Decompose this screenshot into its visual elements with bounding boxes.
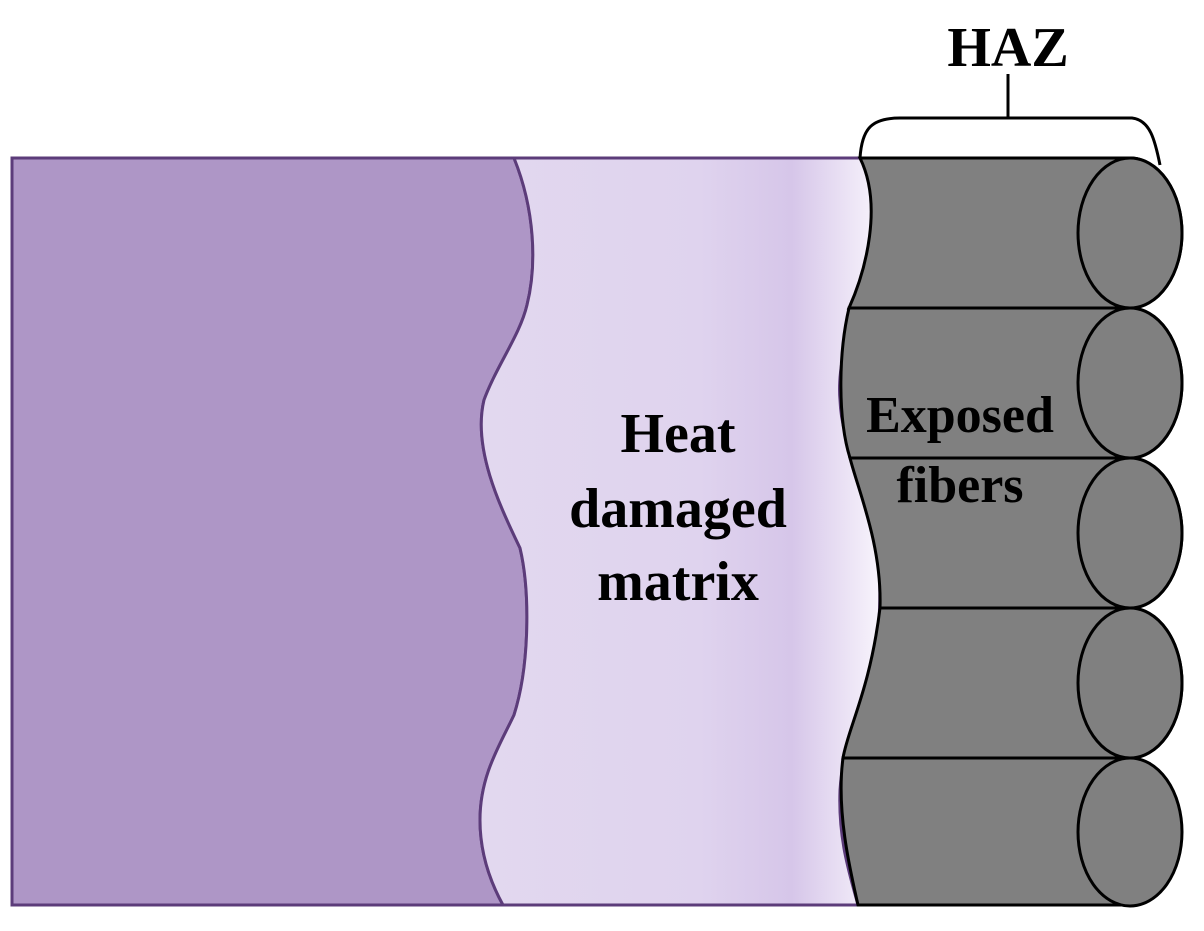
exposed-fibers-group [839, 156, 1184, 908]
haz-label: HAZ [947, 17, 1068, 79]
fiber-end [1076, 606, 1184, 760]
heat-damaged-label-line3: matrix [597, 551, 759, 613]
heat-damaged-label-line2: damaged [569, 478, 787, 540]
exposed-fibers-label-line2: fibers [896, 457, 1023, 514]
heat-damaged-label-line1: Heat [620, 403, 735, 465]
intact-matrix-region [10, 156, 535, 907]
fiber-end [1076, 456, 1184, 610]
fiber-end [1076, 156, 1184, 310]
exposed-fibers-label-line1: Exposed [866, 387, 1054, 444]
fiber-end [1076, 306, 1184, 460]
haz-bracket [858, 74, 1162, 166]
fiber-end [1076, 756, 1184, 908]
